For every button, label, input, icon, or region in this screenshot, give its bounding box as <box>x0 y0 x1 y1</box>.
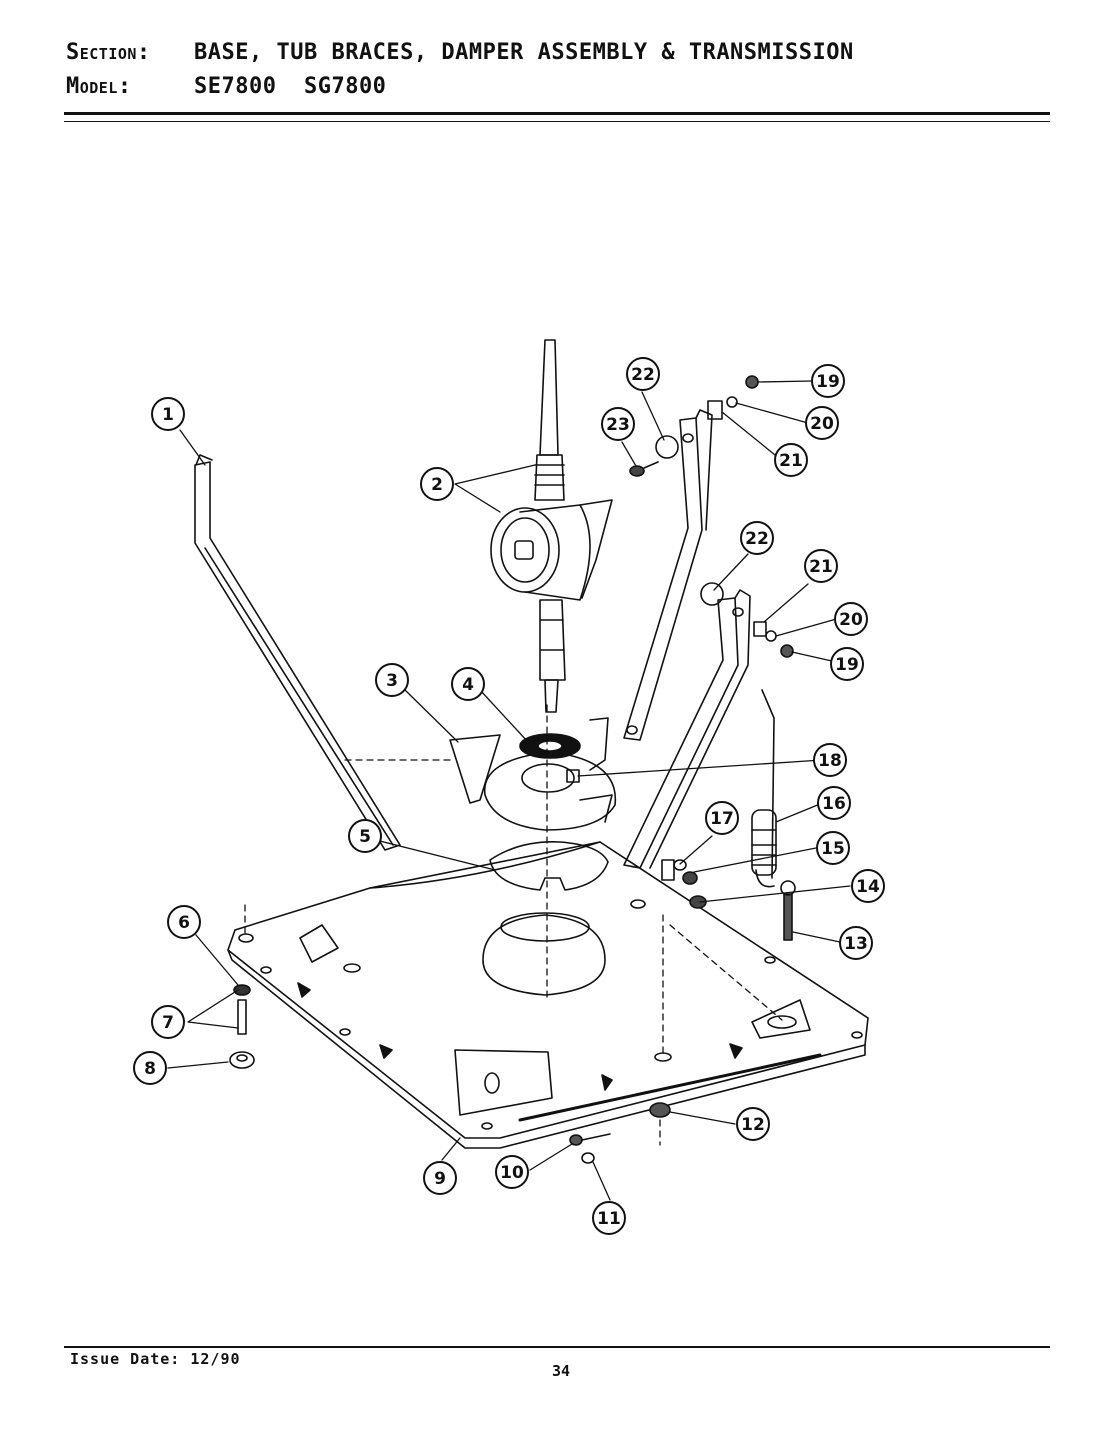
callout-18: 18 <box>813 743 847 777</box>
callout-8: 8 <box>133 1051 167 1085</box>
svg-text:8: 8 <box>144 1059 156 1079</box>
svg-text:6: 6 <box>178 913 190 933</box>
transmission <box>490 339 613 713</box>
tub-brace-right-rear <box>623 409 713 741</box>
split-ring <box>489 841 609 891</box>
model-header: Model: SE7800 SG7800 <box>66 74 386 99</box>
svg-text:2: 2 <box>431 475 443 495</box>
callout-12: 12 <box>736 1107 770 1141</box>
svg-text:19: 19 <box>816 372 840 392</box>
spring <box>751 689 777 888</box>
svg-text:4: 4 <box>462 675 474 695</box>
callout-9: 9 <box>423 1161 457 1195</box>
base-plate <box>227 841 869 1149</box>
svg-text:20: 20 <box>810 414 834 434</box>
callout-20-lower: 20 <box>834 602 868 636</box>
page-number: 34 <box>552 1362 571 1380</box>
svg-text:11: 11 <box>597 1209 621 1229</box>
svg-text:17: 17 <box>710 809 734 829</box>
callout-15: 15 <box>816 831 850 865</box>
model-label: Model: <box>66 74 132 99</box>
svg-text:21: 21 <box>779 451 803 471</box>
callout-20-upper: 20 <box>805 406 839 440</box>
svg-text:18: 18 <box>818 751 842 771</box>
svg-text:16: 16 <box>822 794 846 814</box>
tub-brace-left <box>194 454 401 851</box>
callout-22-upper: 22 <box>626 357 660 391</box>
svg-text:21: 21 <box>809 557 833 577</box>
callout-19-lower: 19 <box>830 647 864 681</box>
section-header: Section: BASE, TUB BRACES, DAMPER ASSEMBL… <box>66 40 854 65</box>
callout-3: 3 <box>375 663 409 697</box>
svg-text:15: 15 <box>821 839 845 859</box>
leader-lines <box>167 380 851 1201</box>
svg-text:10: 10 <box>500 1163 524 1183</box>
callout-22-lower: 22 <box>740 521 774 555</box>
svg-text:12: 12 <box>741 1115 765 1135</box>
callout-17: 17 <box>705 801 739 835</box>
callout-16: 16 <box>817 786 851 820</box>
callout-6: 6 <box>167 905 201 939</box>
header-rule-thin <box>64 121 1050 122</box>
svg-text:5: 5 <box>359 827 371 847</box>
callout-21-upper: 21 <box>774 443 808 477</box>
svg-text:14: 14 <box>856 877 880 897</box>
footer-rule <box>64 1346 1050 1348</box>
hardware <box>229 375 796 1164</box>
section-title: BASE, TUB BRACES, DAMPER ASSEMBLY & TRAN… <box>194 40 854 65</box>
callout-5: 5 <box>348 819 382 853</box>
section-label: Section: <box>66 40 151 65</box>
svg-text:22: 22 <box>745 529 769 549</box>
callout-10: 10 <box>495 1155 529 1189</box>
tub-brace-right-front <box>623 589 751 869</box>
svg-text:20: 20 <box>839 610 863 630</box>
callout-19-upper: 19 <box>811 364 845 398</box>
callout-13: 13 <box>839 926 873 960</box>
issue-date: Issue Date: 12/90 <box>70 1350 241 1368</box>
header-rule-thick <box>64 112 1050 115</box>
svg-text:7: 7 <box>162 1013 174 1033</box>
svg-text:1: 1 <box>162 405 174 425</box>
callout-23: 23 <box>601 407 635 441</box>
svg-text:19: 19 <box>835 655 859 675</box>
svg-text:23: 23 <box>606 415 630 435</box>
svg-text:3: 3 <box>386 671 398 691</box>
callout-11: 11 <box>592 1201 626 1235</box>
callout-21-lower: 21 <box>804 549 838 583</box>
svg-text:22: 22 <box>631 365 655 385</box>
callout-4: 4 <box>451 667 485 701</box>
callout-2: 2 <box>420 467 454 501</box>
svg-text:13: 13 <box>844 934 868 954</box>
model-numbers: SE7800 SG7800 <box>194 74 387 99</box>
callout-14: 14 <box>851 869 885 903</box>
damper-assembly <box>449 717 617 831</box>
callout-1: 1 <box>151 397 185 431</box>
callout-7: 7 <box>151 1005 185 1039</box>
svg-text:9: 9 <box>434 1169 446 1189</box>
